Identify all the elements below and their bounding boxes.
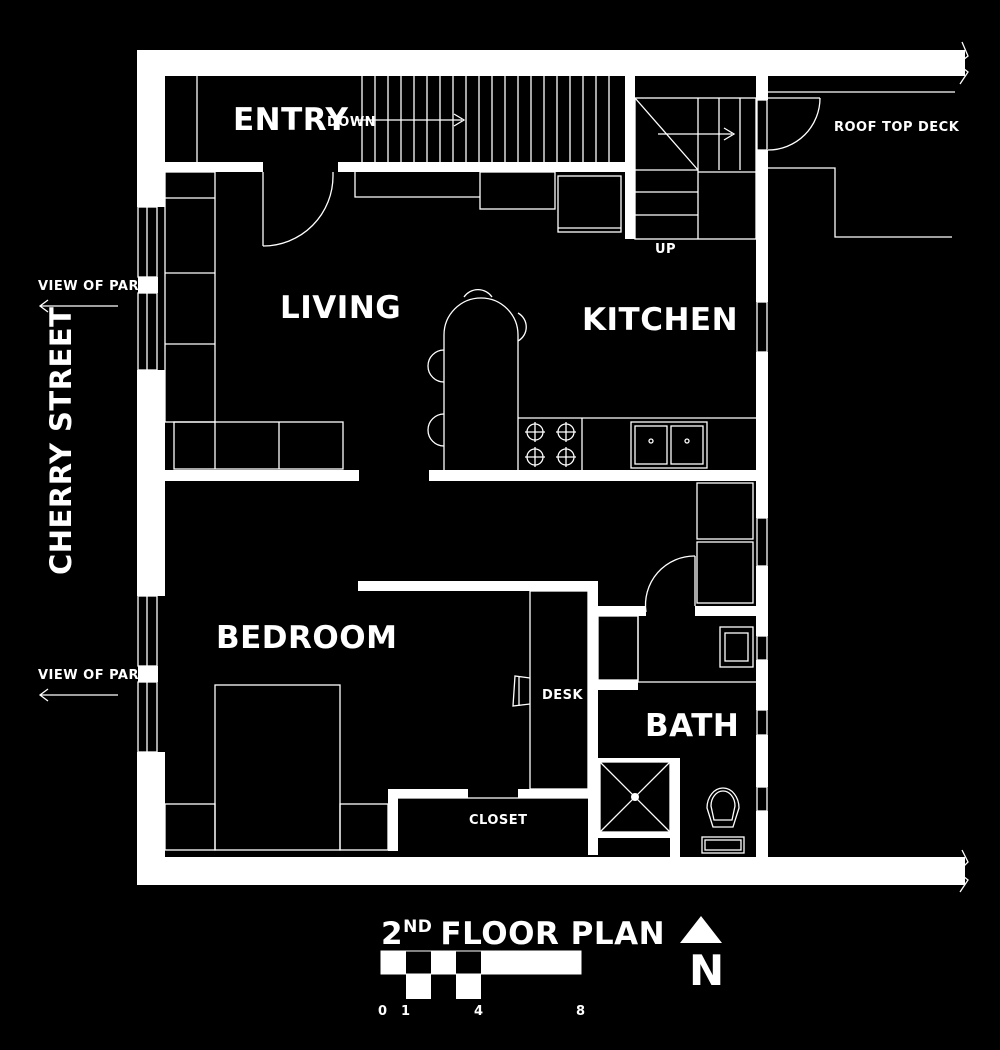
living-label: LIVING	[280, 290, 401, 326]
bath-label: BATH	[645, 708, 739, 744]
scale-tick: 8	[576, 1004, 586, 1019]
west-windows	[137, 206, 158, 753]
room-labels: ENTRY DOWN ROOF TOP DECK UP LIVING KITCH…	[216, 102, 960, 828]
bedroom-furniture	[164, 581, 598, 855]
svg-text:VIEW OF PARK: VIEW OF PARK	[38, 279, 150, 294]
stool	[427, 413, 445, 447]
north-label: N	[689, 946, 725, 995]
kitchen-sink	[630, 421, 708, 469]
exterior-walls	[137, 41, 969, 893]
entry-label: ENTRY	[233, 102, 348, 138]
shower	[596, 758, 680, 857]
desk-label: DESK	[542, 688, 584, 703]
kitchen-furniture	[354, 171, 756, 481]
stool	[427, 349, 445, 383]
scale-bar: 0 1 4 8	[378, 950, 586, 1019]
svg-text:VIEW OF PARK: VIEW OF PARK	[38, 668, 150, 683]
roof-deck	[767, 91, 955, 238]
kitchen-label: KITCHEN	[582, 302, 738, 338]
stair-down	[355, 76, 610, 162]
north-arrow-icon: N	[680, 916, 725, 995]
bed	[214, 684, 341, 851]
bath-fixtures	[596, 606, 756, 857]
laundry	[644, 482, 754, 613]
roof-deck-label: ROOF TOP DECK	[834, 120, 960, 135]
view-of-park-bottom: VIEW OF PARK	[38, 668, 150, 702]
stool	[463, 288, 493, 298]
closet-label: CLOSET	[469, 813, 528, 828]
bedroom-label: BEDROOM	[216, 620, 397, 656]
stove	[525, 422, 576, 467]
down-label: DOWN	[327, 115, 376, 130]
scale-tick: 0	[378, 1004, 388, 1019]
entry-area	[165, 76, 635, 247]
street-label: CHERRY STREET	[44, 307, 78, 575]
stair-up	[634, 97, 757, 240]
bath-sink	[719, 626, 754, 668]
toilet	[701, 787, 745, 854]
living-furniture	[164, 171, 359, 481]
desk-chair	[512, 675, 531, 707]
scale-tick: 4	[474, 1004, 484, 1019]
east-wall	[756, 76, 768, 857]
kitchen-island	[443, 297, 519, 470]
view-of-park-top: VIEW OF PARK	[38, 279, 150, 313]
entry-door	[262, 175, 334, 247]
scale-tick: 1	[401, 1004, 411, 1019]
stool	[517, 312, 527, 342]
up-label: UP	[655, 242, 676, 257]
